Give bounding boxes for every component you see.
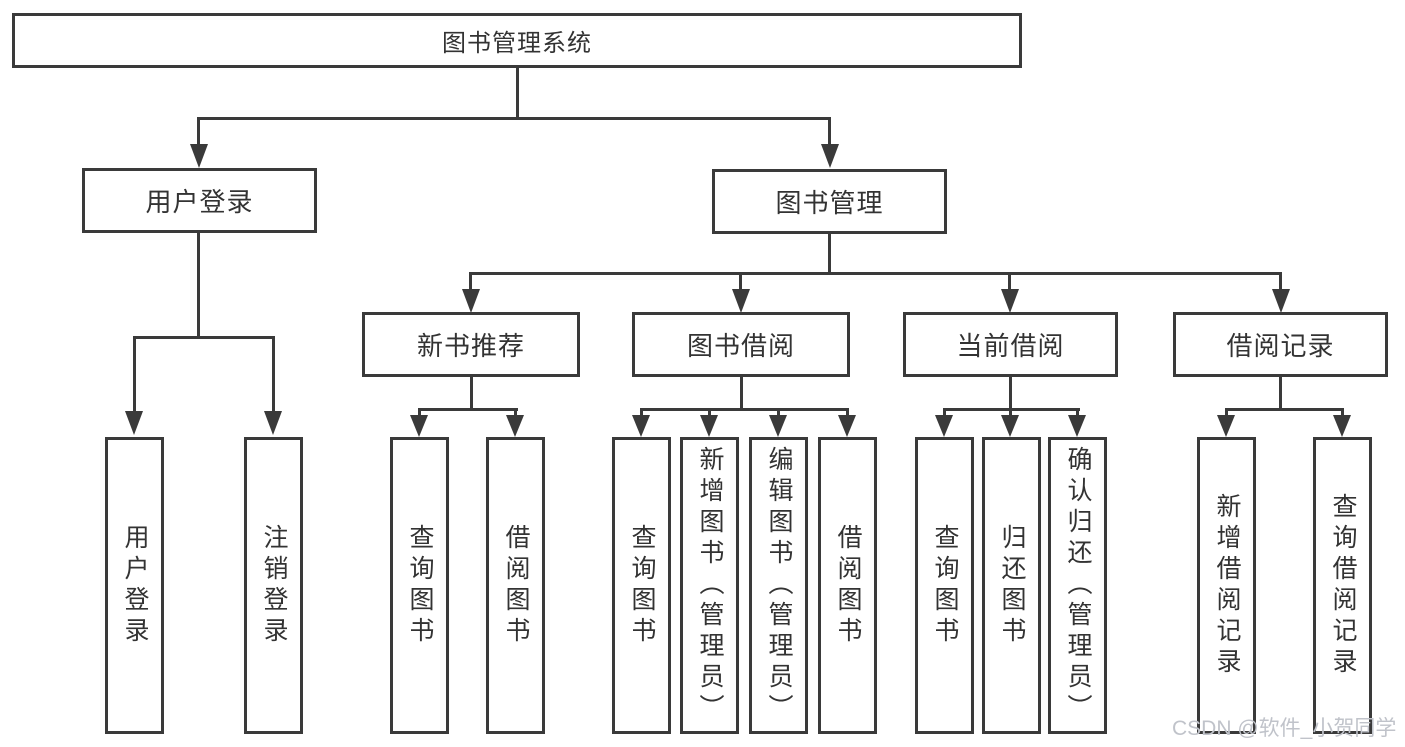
connector-stem-records [1279,272,1282,291]
arrowhead [935,415,953,437]
node-current-borrowing-label: 当前借阅 [956,331,1065,361]
arrowhead-book-mgmt [821,144,839,168]
leaf-label: 新增借阅记录 [1213,492,1241,679]
connector-records-rail [1225,408,1344,411]
leaf-label: 编辑图书（管理员） [765,446,793,725]
connector-book-mgmt-drop [828,234,831,272]
arrowhead [769,415,787,437]
leaf-records-query-record: 查询借阅记录 [1313,437,1372,734]
node-book-borrowing-label: 图书借阅 [686,331,795,361]
connector-records-drop [1279,377,1282,408]
leaf-label: 查询图书 [628,523,656,648]
connector-current-drop [1009,377,1012,408]
leaf-current-query-books: 查询图书 [915,437,974,734]
leaf-label: 归还图书 [998,523,1026,648]
node-book-borrowing: 图书借阅 [632,312,850,377]
leaf-label: 查询图书 [931,523,959,648]
connector-root-drop [516,67,519,117]
node-borrowing-records-label: 借阅记录 [1226,331,1335,361]
connector-stem [514,408,517,418]
leaf-records-add-record: 新增借阅记录 [1197,437,1256,734]
leaf-logout: 注销登录 [244,437,303,734]
connector-stem-borrow [739,272,742,291]
connector-recommend-rail [418,408,518,411]
arrowhead [410,415,428,437]
leaf-label: 借阅图书 [502,523,530,648]
connector-level1-rail [197,117,831,120]
leaf-current-return-books: 归还图书 [982,437,1041,734]
arrowhead-user-login [190,144,208,168]
csdn-watermark: CSDN @软件_小贺同学 [1172,717,1397,740]
connector-stem-leaf-logout [272,336,275,413]
connector-stem-leaf-user-login [133,336,136,413]
arrowhead [632,415,650,437]
leaf-recommend-borrow-books: 借阅图书 [486,437,545,734]
leaf-borrow-borrow-books: 借阅图书 [818,437,877,734]
leaf-label: 新增图书（管理员） [696,446,724,725]
arrowhead [838,415,856,437]
arrowhead-leaf-user-login [125,411,143,435]
connector-stem-user-login [197,117,200,146]
node-book-management: 图书管理 [712,169,947,234]
node-root: 图书管理系统 [12,13,1022,68]
leaf-user-login: 用户登录 [105,437,164,734]
leaf-label: 确认归还（管理员） [1064,446,1092,725]
connector-stem [1076,408,1079,418]
node-borrowing-records: 借阅记录 [1173,312,1388,377]
leaf-label: 查询借阅记录 [1329,492,1357,679]
arrowhead [1333,415,1351,437]
connector-stem [1225,408,1228,418]
arrowhead-records [1272,289,1290,313]
connector-stem [777,408,780,418]
arrowhead [506,415,524,437]
connector-stem [708,408,711,418]
connector-recommend-drop [470,377,473,408]
leaf-borrow-query-books: 查询图书 [612,437,671,734]
leaf-label: 用户登录 [121,523,149,648]
connector-borrow-rail [640,408,849,411]
connector-stem-current [1008,272,1011,291]
connector-stem-recommend [469,272,472,291]
connector-borrow-drop [740,377,743,408]
connector-stem [943,408,946,418]
leaf-label: 借阅图书 [834,523,862,648]
arrowhead [1068,415,1086,437]
node-book-management-label: 图书管理 [775,188,884,218]
leaf-borrow-add-books-admin: 新增图书（管理员） [680,437,739,734]
node-root-label: 图书管理系统 [442,30,592,57]
connector-stem [1009,408,1012,418]
connector-user-login-rail [133,336,275,339]
leaf-recommend-query-books: 查询图书 [390,437,449,734]
connector-user-login-drop [197,233,200,336]
arrowhead-borrow [732,289,750,313]
leaf-label: 注销登录 [260,523,288,648]
arrowhead-current [1001,289,1019,313]
node-user-login: 用户登录 [82,168,317,233]
connector-level2-rail [469,272,1282,275]
leaf-current-confirm-return-admin: 确认归还（管理员） [1048,437,1107,734]
connector-stem-book-mgmt [828,117,831,146]
arrowhead [1001,415,1019,437]
arrowhead [1217,415,1235,437]
connector-stem [1341,408,1344,418]
arrowhead-recommend [462,289,480,313]
leaf-label: 查询图书 [406,523,434,648]
arrowhead [700,415,718,437]
node-current-borrowing: 当前借阅 [903,312,1118,377]
connector-stem [418,408,421,418]
connector-stem [640,408,643,418]
node-new-book-recommend: 新书推荐 [362,312,580,377]
node-user-login-label: 用户登录 [145,187,254,217]
node-new-book-recommend-label: 新书推荐 [416,331,525,361]
connector-stem [846,408,849,418]
leaf-borrow-edit-books-admin: 编辑图书（管理员） [749,437,808,734]
arrowhead-leaf-logout [264,411,282,435]
